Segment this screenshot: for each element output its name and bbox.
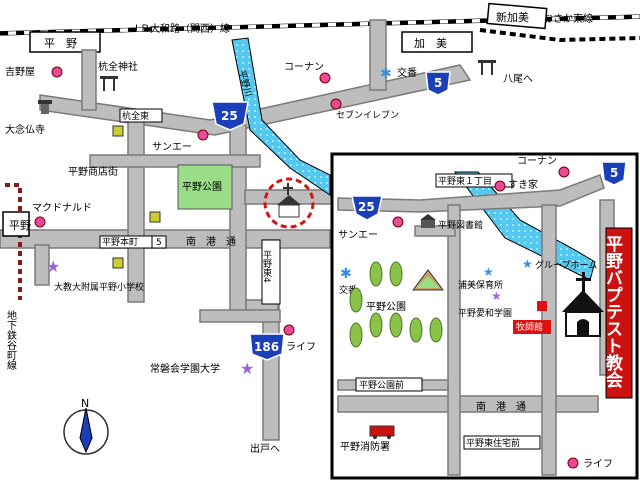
hirano-river (231, 37, 331, 196)
life-overview-label: ライフ (286, 341, 316, 353)
inset-life-label: ライフ (583, 458, 613, 470)
route-186-label: 186 (254, 340, 279, 354)
daikyo-school-label: 大教大附属平野小学校 (54, 281, 144, 293)
route-186-shield: 186 (249, 333, 285, 361)
yao-label: 八尾へ (503, 73, 533, 85)
station-shinkami: 新加美 (486, 2, 548, 30)
minamiminato-overview-label: 南 港 通 (186, 235, 236, 248)
hirano-shotengai-label: 平野商店街 (68, 165, 118, 178)
kounan-top-label: コーナン (284, 61, 324, 73)
yoshinoya-label: 吉野屋 (5, 66, 35, 78)
church-name: 平野バプテスト教会 (602, 235, 624, 389)
subway-station-label: 平野 (9, 219, 31, 232)
station-shinkami-label: 新加美 (496, 10, 529, 24)
inset-kounan-marker (558, 166, 570, 178)
dedo-label: 出戸へ (250, 442, 280, 455)
station-kami-label: 加 美 (414, 37, 447, 50)
inset-police-star-icon: ✱ (340, 266, 352, 282)
kuzen-east-label: 杭全東 (122, 110, 149, 122)
inset-urami-nursery-label: 浦美保育所 (458, 279, 503, 291)
inset-sukiya-marker (494, 180, 506, 192)
dainenbutsuji-label: 大念仏寺 (5, 123, 45, 136)
inset-route-5: 5 (601, 161, 627, 186)
tokiwakai-star-icon: ★ (240, 359, 254, 378)
inset-sukiya-label: すき家 (508, 178, 538, 191)
inset-library-icon (420, 214, 436, 228)
inset-route-25-label: 25 (358, 200, 375, 214)
subway-tanimachi-line: 平野 地下鉄谷町線 (2, 183, 31, 370)
kuzen-shrine-label: 杭全神社 (98, 60, 138, 73)
route-25-shield: 25 (211, 101, 249, 131)
sunae-label: サンエー (152, 141, 192, 153)
inset-sunae-label: サンエー (338, 229, 378, 241)
hirano-park-label: 平野公園 (182, 181, 222, 193)
inset-nursery-star-icon: ★ (483, 265, 494, 279)
temple-icon (38, 100, 52, 114)
north-compass: N (63, 397, 109, 455)
hirano-honmachi-label: 平野本町 (102, 236, 138, 248)
inset-park-trees (349, 261, 443, 348)
inset-route-25: 25 (351, 195, 383, 221)
inset-hirano-park-mae-label: 平野公園前 (359, 379, 404, 391)
church-overview (263, 177, 315, 229)
kounan-top-marker (319, 72, 331, 84)
subway-line-label: 地下鉄谷町線 (5, 309, 17, 370)
hirano-park-overview (177, 164, 233, 210)
seven-eleven-label: セブンイレブン (336, 109, 399, 121)
torii-icon-yao (478, 60, 496, 75)
inset-parsonage-label: 牧師館 (516, 321, 543, 333)
life-overview-marker (283, 324, 295, 336)
police-star-top-icon: ✱ (380, 66, 392, 82)
inset-minamiminato-label: 南 港 通 (476, 400, 526, 413)
inset-hirano-library-label: 平野図書館 (438, 219, 483, 231)
inset-group-home-label: グループホーム (535, 259, 597, 271)
inset-fire-truck-icon (369, 425, 395, 439)
inset-life-marker (567, 457, 579, 469)
station-hirano: 平 野 (29, 31, 101, 53)
inset-kounan-label: コーナン (517, 155, 557, 167)
route-5-shield: 5 (425, 71, 451, 96)
route-25-label: 25 (221, 109, 238, 123)
inset-hirano-aiwa-label: 平野愛和学園 (458, 307, 512, 319)
inset-hirano-higashi-jutaku-label: 平野東住宅前 (466, 437, 520, 449)
mcdonalds-label: マクドナルド (32, 202, 92, 214)
osaka-higashi-line-label: おおさか東線 (533, 12, 593, 25)
inset-hirano-fire-label: 平野消防署 (340, 440, 390, 453)
inset-baseball-field (412, 269, 444, 291)
jr-line-label: ＪＲ大和路（関西）線 (130, 22, 230, 35)
police-box-top-label: 交番 (397, 66, 417, 79)
route-5-label: 5 (434, 76, 442, 90)
torii-icon (100, 76, 118, 91)
daikyo-star-icon: ★ (46, 257, 60, 276)
inset-group-home-star-icon: ★ (522, 257, 533, 271)
inset-hirano-higashi-1-label: 平野東１丁目 (438, 175, 492, 187)
church-title-box: 平野バプテスト教会 (602, 227, 633, 399)
overview-map: ＪＲ大和路（関西）線 おおさか東線 平 野 加 美 新加美 (0, 2, 640, 455)
osaka-higashi-line: おおさか東線 (479, 12, 640, 43)
hirano-higashi-4-label: 平野東4 (261, 250, 272, 283)
station-kami: 加 美 (401, 31, 473, 53)
inset-church-icon (562, 272, 604, 337)
north-label: N (81, 397, 89, 410)
station-hirano-label: 平 野 (44, 37, 77, 50)
jr-yamatoji-line: ＪＲ大和路（関西）線 (0, 14, 640, 36)
yoshinoya-marker (51, 66, 63, 78)
sunae-marker (197, 129, 209, 141)
inset-map: 25 5 平野東１丁目 コーナン すき家 平野図書館 サンエー ★ グループホー… (330, 152, 639, 480)
inset-sunae-marker (392, 216, 404, 228)
tokiwakai-label: 常磐会学園大学 (150, 362, 220, 375)
inset-aiwa-star-icon: ★ (491, 289, 502, 303)
seven-eleven-marker (330, 98, 342, 110)
mcdonalds-marker (34, 216, 46, 228)
inset-parsonage-marker (537, 301, 547, 311)
hirano-honmachi-5-label: 5 (156, 238, 162, 248)
inset-route-5-label: 5 (610, 166, 618, 180)
inset-hirano-park-label: 平野公園 (366, 301, 406, 313)
